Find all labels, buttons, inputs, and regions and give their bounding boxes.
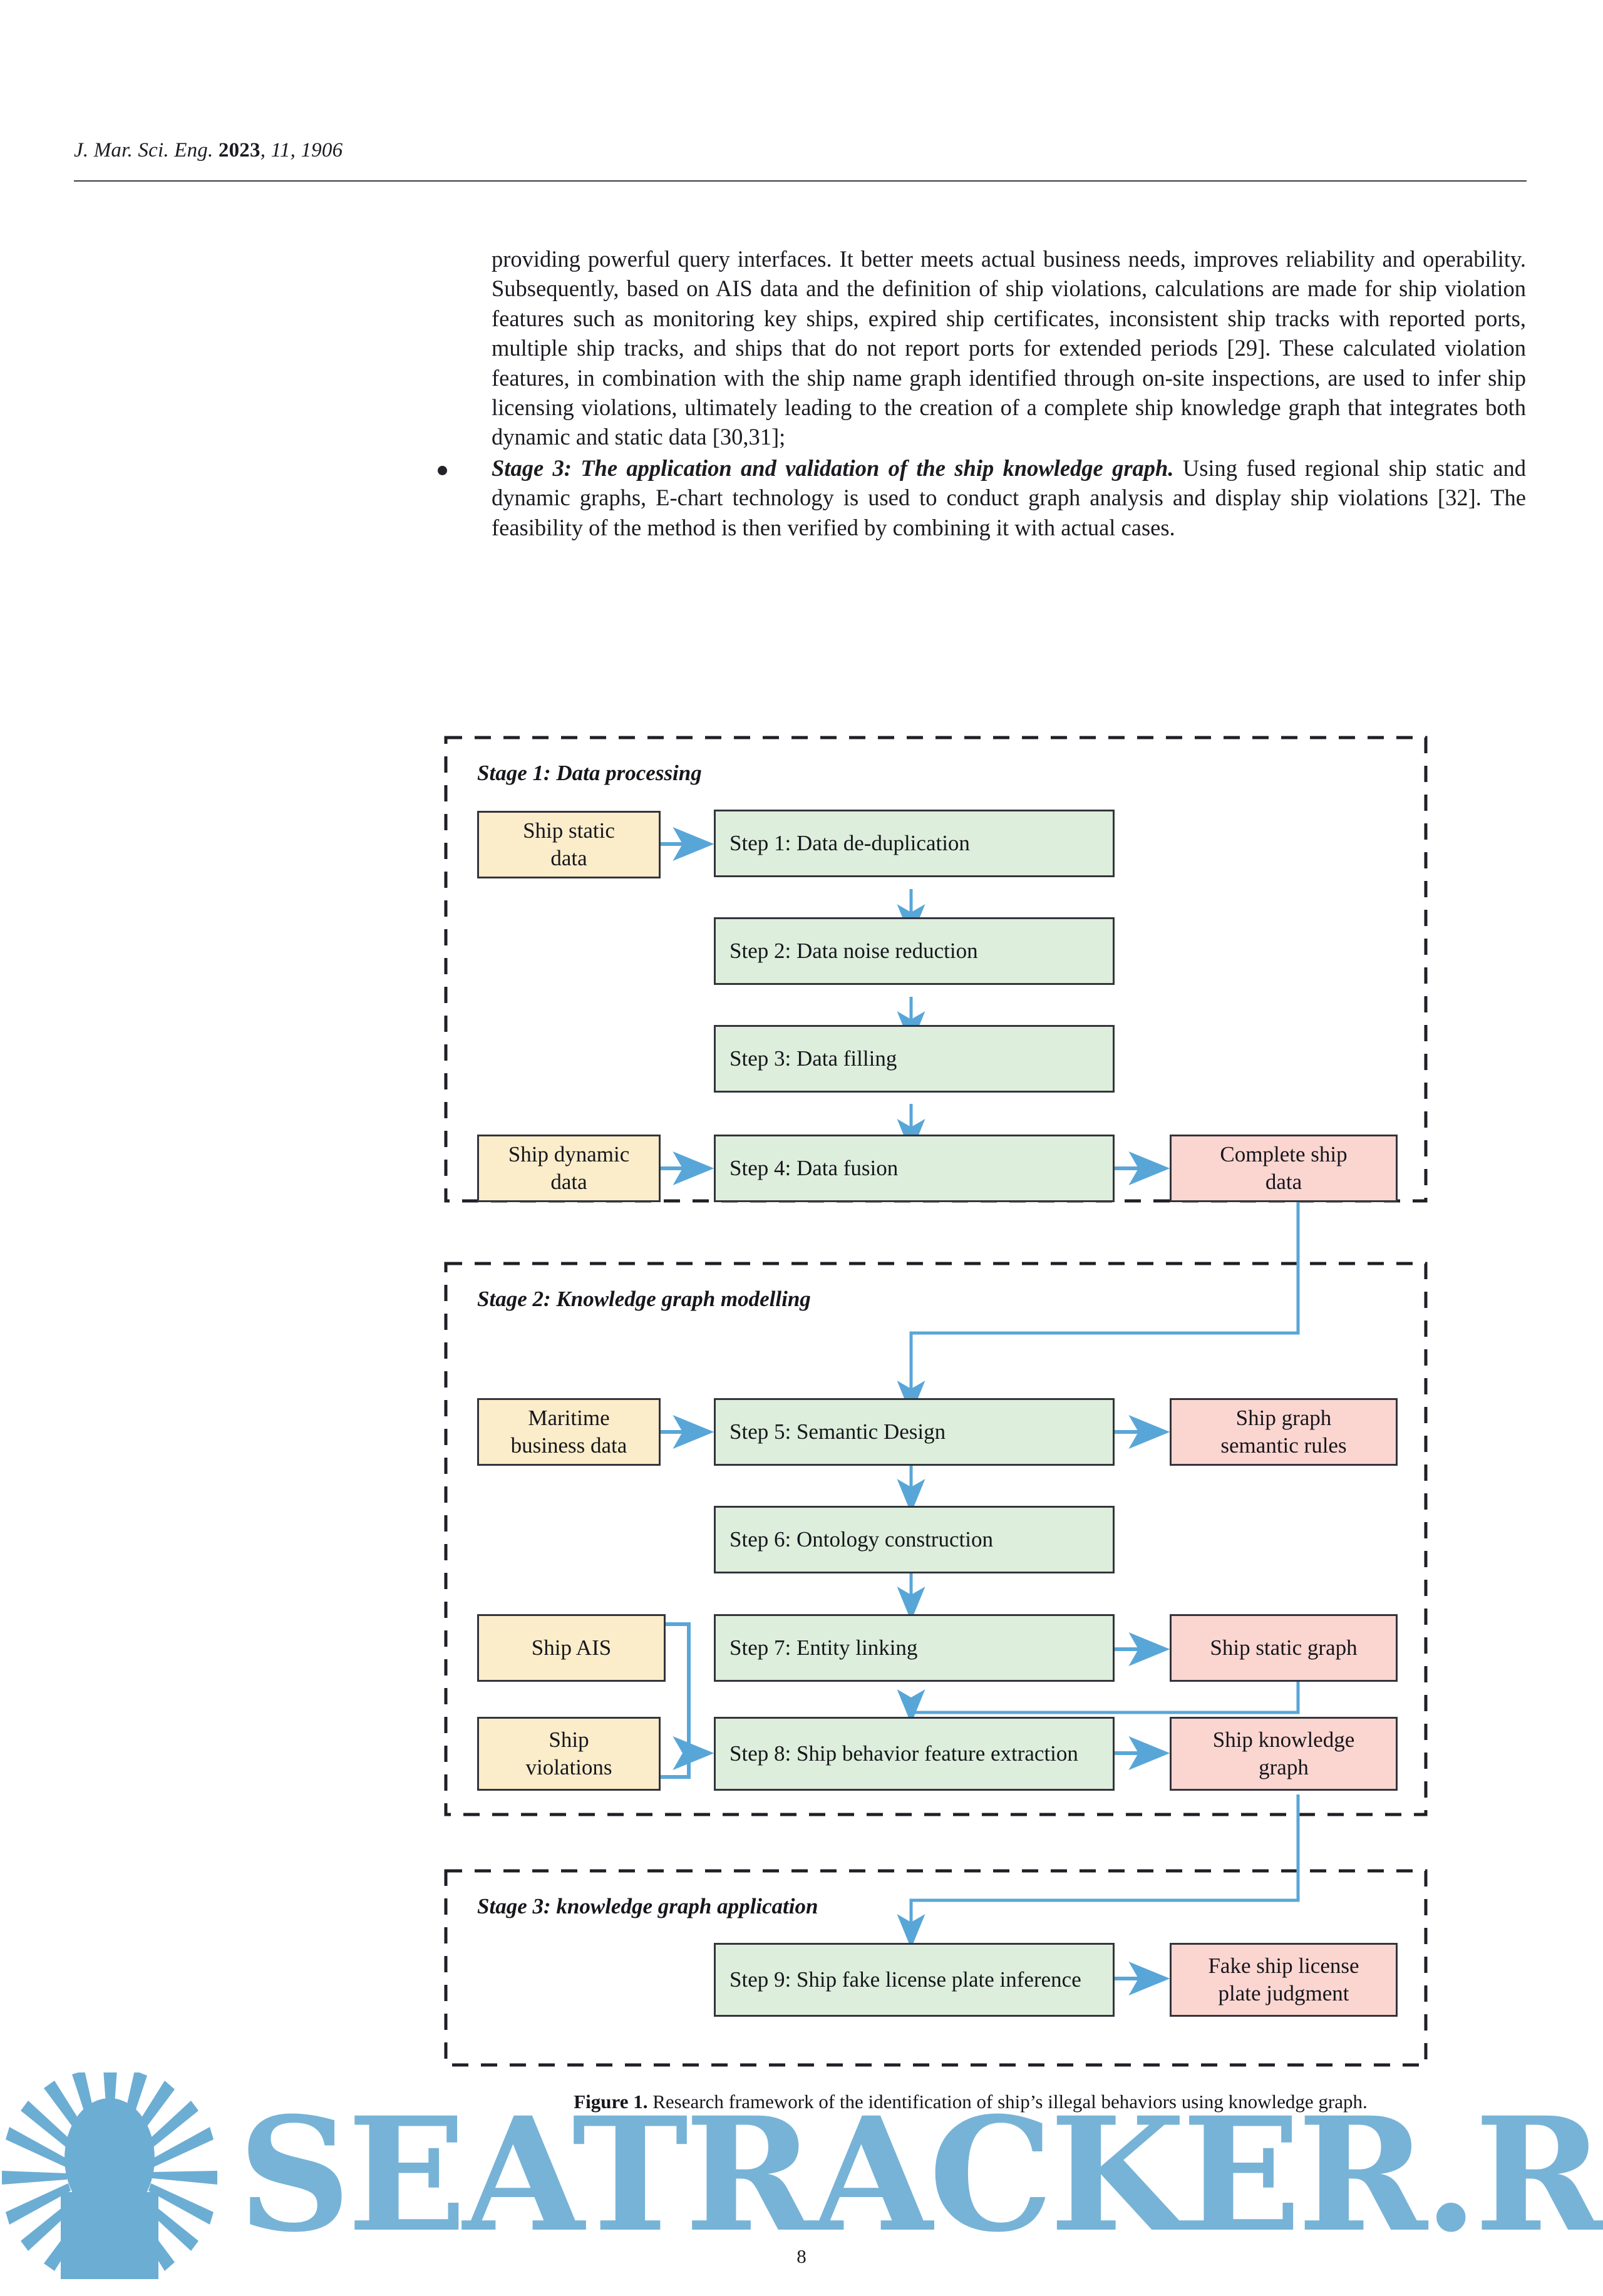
page-number: 8 (796, 2245, 807, 2267)
node-step-4: Step 4: Data fusion (714, 1135, 1115, 1202)
connector-knowledge-graph-to-step9 (897, 1794, 1300, 1949)
stage-3-title: Stage 3: knowledge graph application (477, 1894, 818, 1918)
bullet-lead: Stage 3: The application and validation … (492, 455, 1174, 481)
node-step-9: Step 9: Ship fake license plate inferenc… (714, 1943, 1115, 2017)
bullet-dot-icon (438, 465, 447, 475)
figure-caption: Figure 1. Research framework of the iden… (426, 2089, 1515, 2114)
node-step-8: Step 8: Ship behavior feature extraction (714, 1717, 1115, 1791)
connector-violations-to-step8 (661, 1753, 691, 1779)
connector-complete-to-step5 (897, 1201, 1300, 1415)
bullet-rest: Using fused regional ship static and dyn… (492, 455, 1526, 540)
body-column: providing powerful query interfaces. It … (438, 244, 1526, 542)
node-label: Step 4: Data fusion (729, 1156, 899, 1180)
node-label: Step 3: Data filling (729, 1046, 897, 1071)
node-label: Step 6: Ontology construction (729, 1527, 993, 1552)
journal-volume: 11 (271, 139, 291, 162)
stage-2-title: Stage 2: Knowledge graph modelling (477, 1287, 811, 1311)
node-label: Step 8: Ship behavior feature extraction (729, 1741, 1078, 1766)
node-step-3: Step 3: Data filling (714, 1025, 1115, 1093)
journal-year: 2023 (218, 139, 260, 162)
stage-3-container (444, 1869, 1428, 2067)
bullet-item-stage3: Stage 3: The application and validation … (438, 453, 1526, 542)
node-ship-ais: Ship AIS (477, 1614, 666, 1682)
node-step-7: Step 7: Entity linking (714, 1614, 1115, 1682)
node-ship-static-graph: Ship static graph (1170, 1614, 1398, 1682)
node-label: Ship AIS (531, 1635, 612, 1660)
stage-2-container (444, 1262, 1428, 1816)
figure-caption-label: Figure 1. (574, 2091, 648, 2113)
node-label: Step 7: Entity linking (729, 1635, 918, 1660)
node-label: Step 5: Semantic Design (729, 1419, 946, 1444)
node-label: Step 9: Ship fake license plate inferenc… (729, 1967, 1081, 1992)
stage-1-title: Stage 1: Data processing (477, 761, 702, 785)
node-step-6: Step 6: Ontology construction (714, 1506, 1115, 1573)
paragraph-continuation: providing powerful query interfaces. It … (492, 246, 1526, 450)
journal-article: 1906 (301, 139, 343, 162)
connector-ais-to-step8 (666, 1622, 714, 1770)
header-divider (74, 180, 1527, 182)
node-label: Step 1: Data de-duplication (729, 831, 970, 855)
bullet-text: Stage 3: The application and validation … (492, 453, 1526, 542)
node-label: Step 2: Data noise reduction (729, 939, 978, 963)
node-step-1: Step 1: Data de-duplication (714, 810, 1115, 877)
stage-1-container (444, 736, 1428, 1203)
journal-name: J. Mar. Sci. Eng. (74, 139, 214, 162)
connector-static-graph-to-step8 (897, 1682, 1300, 1724)
node-step-2: Step 2: Data noise reduction (714, 917, 1115, 985)
node-label: Ship static graph (1210, 1635, 1358, 1660)
node-step-5: Step 5: Semantic Design (714, 1398, 1115, 1466)
figure-caption-text: Research framework of the identification… (647, 2091, 1368, 2113)
running-head: J. Mar. Sci. Eng. 2023, 11, 1906 (74, 139, 343, 162)
